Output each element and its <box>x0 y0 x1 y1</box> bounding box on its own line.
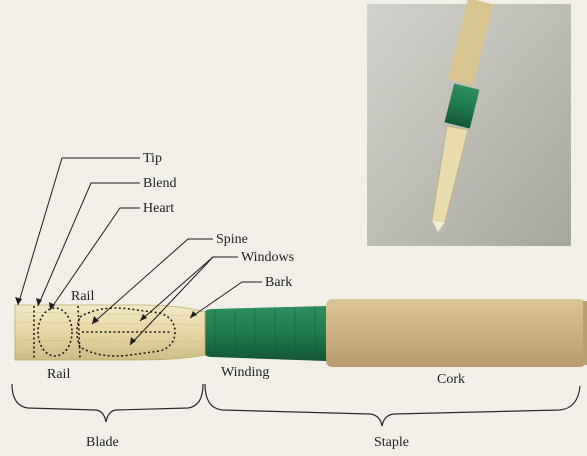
label-tip: Tip <box>143 151 162 166</box>
cork <box>326 299 587 367</box>
inset-photo <box>367 0 571 246</box>
staple-brace <box>205 384 580 426</box>
label-heart: Heart <box>143 201 174 216</box>
label-rail-bottom: Rail <box>47 367 70 382</box>
label-windows: Windows <box>241 250 294 265</box>
blade-brace <box>12 384 203 422</box>
label-spine: Spine <box>216 232 248 247</box>
label-winding: Winding <box>221 365 269 380</box>
label-staple: Staple <box>374 435 409 450</box>
label-cork: Cork <box>437 372 465 387</box>
label-bark: Bark <box>265 275 292 290</box>
label-blend: Blend <box>143 176 176 191</box>
label-rail-top: Rail <box>71 289 94 304</box>
winding <box>203 306 326 361</box>
label-blade: Blade <box>86 435 119 450</box>
